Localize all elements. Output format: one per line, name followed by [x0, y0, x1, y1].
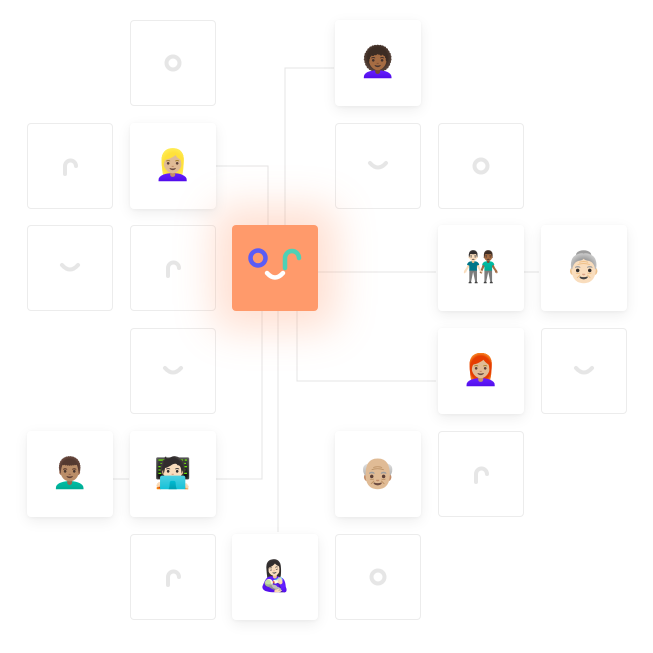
smile-arc-icon: [161, 359, 185, 383]
empty-tile: [438, 431, 524, 517]
empty-tile: [541, 328, 627, 414]
person-tile: 👵🏻: [541, 225, 627, 311]
technologist-emoji: 🧑🏻‍💻: [154, 456, 192, 491]
empty-tile: [130, 328, 216, 414]
arch-icon: [161, 256, 185, 280]
empty-tile: [438, 123, 524, 209]
person-tile: 👨🏽‍🦱: [27, 431, 113, 517]
arch-icon: [161, 565, 185, 589]
ring-icon: [469, 154, 493, 178]
person-tile: 👩🏻‍🍼: [232, 534, 318, 620]
ring-icon: [161, 51, 185, 75]
arch-icon: [58, 154, 82, 178]
empty-tile: [130, 534, 216, 620]
man-curly-hair-emoji: 👨🏽‍🦱: [51, 456, 89, 491]
person-tile: 👱🏼‍♀️: [130, 123, 216, 209]
woman-curly-hair-emoji: 👩🏾‍🦱: [359, 45, 397, 80]
empty-tile: [130, 20, 216, 106]
smile-arc-icon: [366, 154, 390, 178]
person-tile: 👴🏼: [335, 431, 421, 517]
woman-feeding-baby-emoji: 👩🏻‍🍼: [256, 559, 294, 594]
ring-icon: [366, 565, 390, 589]
smiley-logo-icon: [248, 248, 302, 280]
person-tile: 👩🏼‍🦰: [438, 328, 524, 414]
red-hair-woman-emoji: 👩🏼‍🦰: [462, 353, 500, 388]
empty-tile: [27, 123, 113, 209]
blonde-woman-emoji: 👱🏼‍♀️: [154, 148, 192, 183]
center-logo-tile: [232, 225, 318, 311]
empty-tile: [335, 123, 421, 209]
old-woman-emoji: 👵🏻: [565, 250, 603, 285]
arch-icon: [469, 462, 493, 486]
empty-tile: [27, 225, 113, 311]
smile-arc-icon: [58, 256, 82, 280]
two-men-holding-hands-emoji: 👨🏻‍🤝‍👨🏾: [462, 250, 500, 285]
person-tile: 👨🏻‍🤝‍👨🏾: [438, 225, 524, 311]
person-tile: 👩🏾‍🦱: [335, 20, 421, 106]
empty-tile: [335, 534, 421, 620]
smile-arc-icon: [572, 359, 596, 383]
connector-line: [296, 311, 436, 382]
connector-line: [216, 311, 263, 480]
old-man-emoji: 👴🏼: [359, 456, 397, 491]
connector-line: [284, 67, 334, 225]
empty-tile: [130, 225, 216, 311]
connector-line: [216, 165, 269, 225]
person-tile: 🧑🏻‍💻: [130, 431, 216, 517]
